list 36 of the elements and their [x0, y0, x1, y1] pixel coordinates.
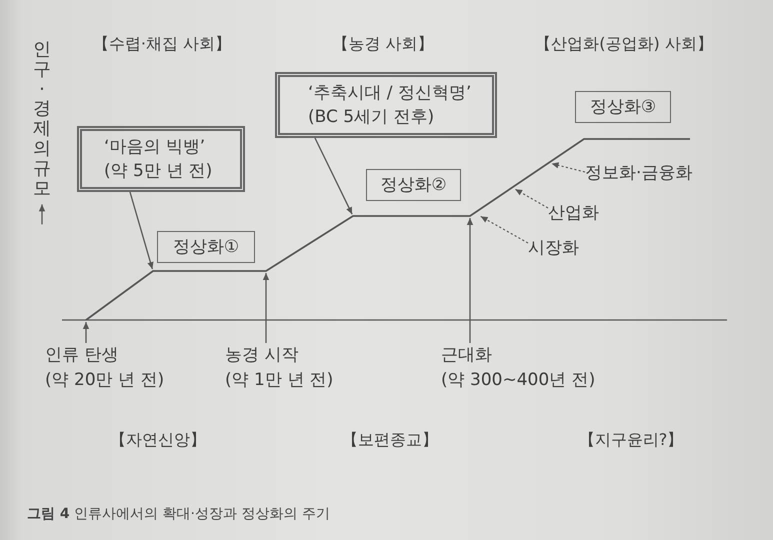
axis-label: 인구·경제의 규모 — [33, 40, 51, 198]
figure-caption: 그림 4 인류사에서의 확대·성장과 정상화의 주기 — [27, 505, 330, 523]
dotted-leader-arrow — [480, 216, 528, 244]
callout-box — [275, 72, 497, 138]
callout-title: ‘마음의 빅뱅’ — [104, 136, 206, 159]
date-label: (약 5만 년 전) — [104, 160, 212, 183]
event-label: 근대화 — [441, 344, 493, 367]
belief-heading: 【지구윤리?】 — [578, 430, 684, 450]
event-label: 인류 탄생 — [45, 344, 120, 367]
era-heading: 【수렵·채집 사회】 — [92, 34, 232, 54]
leader-arrow — [129, 192, 154, 270]
event-label: 산업화 — [548, 202, 599, 225]
growth-curve — [85, 138, 690, 321]
callout-title: ‘추축시대 / 정신혁명’ — [308, 82, 472, 105]
dotted-leader-arrow — [514, 188, 548, 208]
belief-heading: 【자연신앙】 — [110, 430, 206, 450]
era-heading: 【산업화(공업화) 사회】 — [535, 34, 713, 54]
event-label: 시장화 — [528, 237, 579, 260]
stage-label: 정상화② — [380, 174, 447, 197]
leader-arrow — [466, 218, 474, 343]
leader-arrow — [262, 273, 270, 343]
event-label: 농경 시작 — [225, 344, 300, 367]
stage-box — [575, 91, 671, 123]
date-label: (약 20만 년 전) — [45, 369, 164, 392]
date-label: (BC 5세기 전후) — [308, 106, 434, 129]
belief-heading: 【보편종교】 — [342, 430, 438, 450]
event-label: 정보화·금융화 — [585, 162, 692, 185]
dotted-leader-arrow — [551, 162, 586, 173]
date-label: (약 300~400년 전) — [441, 369, 596, 392]
leader-arrow — [314, 138, 353, 214]
stage-label: 정상화① — [172, 236, 240, 259]
date-label: (약 1만 년 전) — [225, 369, 334, 392]
era-heading: 【농경 사회】 — [332, 34, 434, 54]
leader-arrow — [82, 322, 90, 343]
stage-label: 정상화③ — [590, 96, 656, 119]
callout-box — [77, 126, 245, 192]
